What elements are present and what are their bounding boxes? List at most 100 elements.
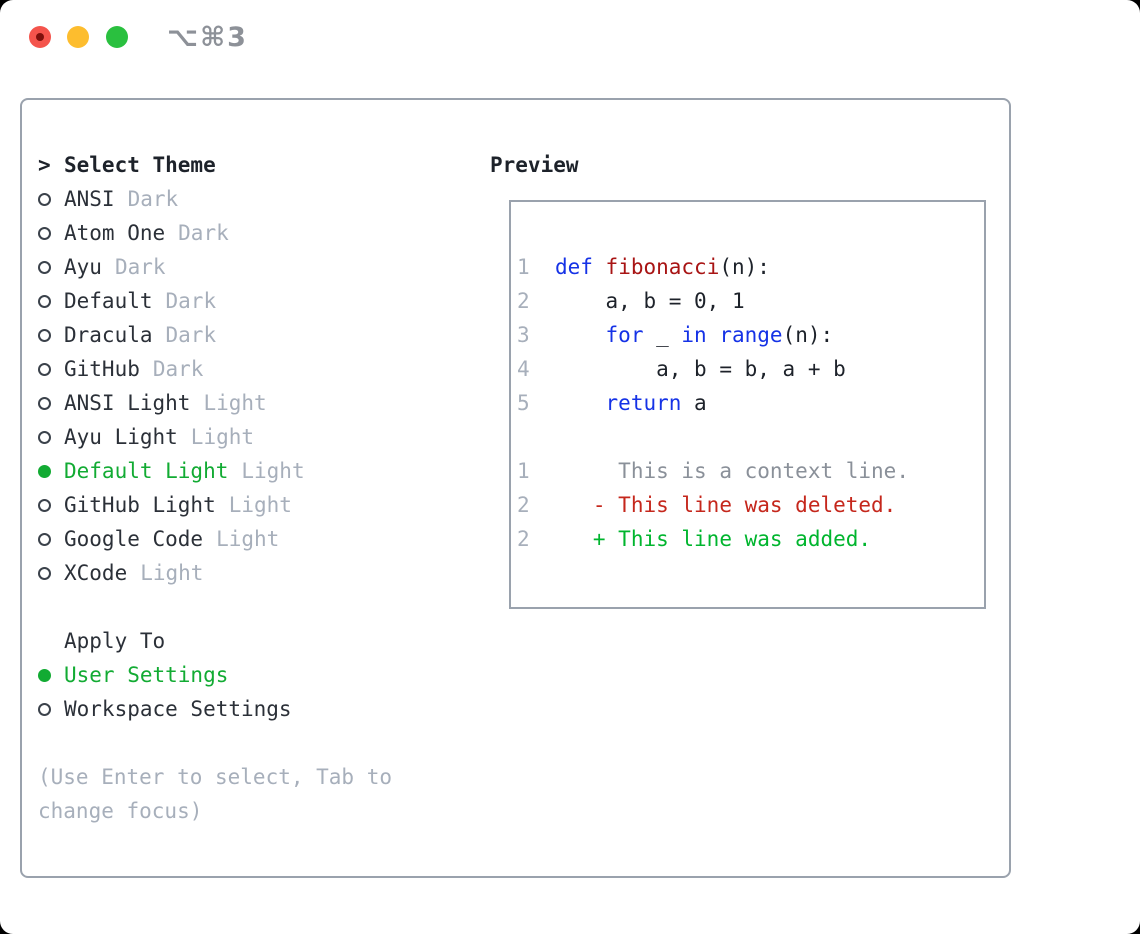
radio-icon: [38, 430, 51, 444]
option-label: GitHub Light: [64, 493, 216, 517]
diff-line: 2 - This line was deleted.: [517, 488, 984, 522]
option-variant-tag: Light: [203, 391, 267, 415]
minimize-button[interactable]: [67, 26, 89, 48]
theme-option[interactable]: Ayu Light Light: [38, 420, 478, 454]
option-variant-tag: Dark: [127, 187, 179, 211]
help-text: (Use Enter to select, Tab to change focu…: [38, 765, 393, 823]
gap: [530, 323, 555, 347]
code-token: a, b = 0, 1: [554, 289, 745, 313]
line-number: 2: [517, 289, 530, 313]
gap: [530, 357, 555, 381]
line-number: 1: [517, 459, 530, 483]
gap: [530, 527, 593, 551]
diff-line: 2 + This line was added.: [517, 522, 984, 556]
code-token: [555, 391, 606, 415]
select-theme-heading: > Select Theme: [38, 148, 478, 182]
code-line: 5 return a: [517, 386, 984, 420]
preview-box: 1 def fibonacci(n): 2 a, b = 0, 1 3 for _ …: [509, 200, 986, 609]
line-number: 1: [517, 255, 530, 279]
radio-icon: [38, 702, 51, 716]
gap: [530, 493, 593, 517]
keyword-token: range: [719, 323, 783, 347]
radio-icon: [38, 226, 51, 240]
code-token: a, b = b, a + b: [554, 357, 846, 381]
code-preview: 1 def fibonacci(n): 2 a, b = 0, 1 3 for _ …: [517, 250, 984, 420]
theme-option[interactable]: ANSI Dark: [38, 182, 478, 216]
radio-selected-icon: [38, 668, 51, 682]
gap: [530, 459, 619, 483]
code-line: 4 a, b = b, a + b: [517, 352, 984, 386]
apply-to-title: Apply To: [64, 629, 166, 653]
line-number: 5: [517, 391, 530, 415]
radio-icon: [38, 362, 51, 376]
keyboard-shortcut-label: ⌥⌘3: [167, 22, 248, 53]
option-variant-tag: Dark: [114, 255, 166, 279]
spacer: [38, 590, 478, 624]
radio-icon: [38, 566, 51, 580]
apply-to-option[interactable]: User Settings: [38, 658, 478, 692]
radio-icon: [38, 192, 51, 206]
theme-option[interactable]: XCode Light: [38, 556, 478, 590]
keyword-token: in: [681, 323, 707, 347]
function-token: fibonacci: [605, 255, 720, 279]
keyword-token: for: [605, 323, 644, 347]
theme-option[interactable]: Ayu Dark: [38, 250, 478, 284]
code-token: (n):: [719, 255, 770, 279]
focus-caret-icon: >: [38, 153, 51, 177]
diff-marker-added: +: [592, 527, 619, 551]
apply-to-heading: Apply To: [38, 624, 478, 658]
code-token: [707, 323, 720, 347]
option-variant-tag: Light: [241, 459, 305, 483]
diff-text: This is a context line.: [618, 459, 909, 483]
option-variant-tag: Light: [190, 425, 255, 449]
close-dot-icon: [36, 33, 44, 41]
spacer: [38, 726, 478, 760]
radio-selected-icon: [38, 464, 51, 478]
option-variant-tag: Dark: [165, 289, 217, 313]
option-label: Default Light: [64, 459, 229, 483]
option-label: ANSI: [64, 187, 115, 211]
diff-text: This line was deleted.: [618, 493, 897, 517]
option-label: XCode: [64, 561, 128, 585]
line-number: 4: [517, 357, 530, 381]
preview-column: Preview 1 def fibonacci(n): 2 a, b = 0, 1…: [490, 148, 986, 609]
option-label: Ayu Light: [64, 425, 178, 449]
option-label: Google Code: [64, 527, 204, 551]
zoom-button[interactable]: [106, 26, 128, 48]
radio-icon: [38, 396, 51, 410]
diff-text: This line was added.: [618, 527, 872, 551]
option-variant-tag: Light: [216, 527, 280, 551]
code-token: [593, 255, 606, 279]
diff-marker-deleted: -: [592, 493, 619, 517]
option-variant-tag: Light: [140, 561, 204, 585]
blank-line: [517, 420, 984, 454]
apply-to-option[interactable]: Workspace Settings: [38, 692, 478, 726]
theme-option[interactable]: Google Code Light: [38, 522, 478, 556]
titlebar: ⌥⌘3: [0, 0, 1140, 74]
radio-icon: [38, 532, 51, 546]
close-button[interactable]: [29, 26, 51, 48]
radio-icon: [38, 260, 51, 274]
theme-option[interactable]: Default Light Light: [38, 454, 478, 488]
select-theme-title: Select Theme: [64, 153, 216, 177]
radio-icon: [38, 328, 51, 342]
code-line: 1 def fibonacci(n):: [517, 250, 984, 284]
preview-heading: Preview: [490, 153, 579, 177]
option-label: User Settings: [64, 663, 229, 687]
option-label: Ayu: [64, 255, 102, 279]
diff-preview: 1 This is a context line. 2 - This line w…: [517, 454, 984, 556]
code-line: 3 for _ in range(n):: [517, 318, 984, 352]
option-label: Atom One: [64, 221, 166, 245]
gap: [530, 255, 555, 279]
code-token: (n):: [782, 323, 834, 347]
